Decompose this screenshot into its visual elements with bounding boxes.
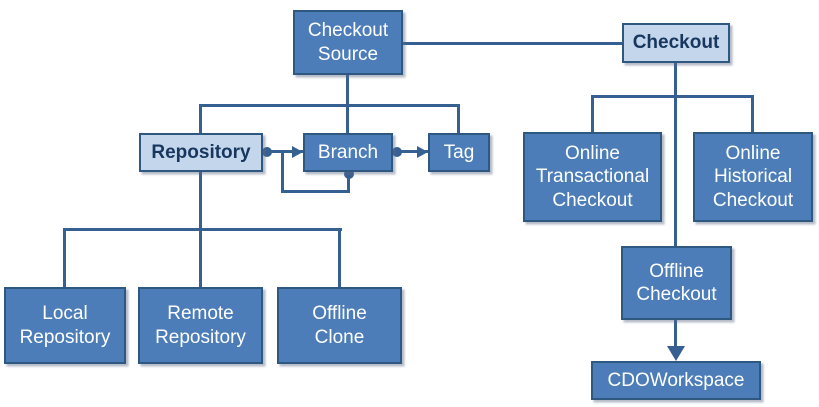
node-tag-label: Tag — [443, 141, 475, 163]
node-offline-clone-label: Offline Clone — [312, 303, 367, 348]
node-checkout-source-label: Checkout Source — [307, 20, 389, 65]
node-online-transactional-checkout: Online Transactional Checkout — [523, 132, 662, 222]
node-repository-label: Repository — [151, 141, 251, 163]
association-dot-repository — [262, 147, 272, 157]
association-dot-branch — [392, 147, 402, 157]
node-local-repository: Local Repository — [4, 287, 126, 364]
connector-checkoutsource-checkout — [403, 42, 622, 45]
connector-drop-online-transactional — [591, 95, 594, 132]
node-offline-checkout-label: Offline Checkout — [636, 260, 717, 305]
node-cdo-workspace-label: CDOWorkspace — [607, 369, 745, 391]
connector-drop-repository — [199, 104, 202, 133]
connector-checkout-rail — [591, 95, 754, 98]
connector-offlinecheckout-cdoworkspace — [674, 320, 677, 348]
connector-drop-branch — [346, 104, 349, 133]
node-tag: Tag — [428, 133, 490, 172]
connector-repository-rail — [63, 228, 342, 231]
node-online-historical-checkout: Online Historical Checkout — [693, 132, 813, 222]
node-offline-checkout: Offline Checkout — [621, 246, 732, 320]
node-checkout-label: Checkout — [632, 32, 720, 54]
node-remote-repository-label: Remote Repository — [155, 303, 246, 348]
connector-drop-tag — [457, 104, 460, 133]
connector-branch-selfloop-down — [347, 172, 350, 193]
node-online-historical-checkout-label: Online Historical Checkout — [712, 143, 794, 211]
connector-checkoutsource-rail — [199, 104, 460, 107]
association-dot-branch-bottom — [344, 169, 354, 179]
node-remote-repository: Remote Repository — [138, 287, 263, 364]
connector-checkoutsource-stem — [346, 75, 349, 107]
connector-branch-selfloop-up — [281, 150, 284, 193]
node-online-transactional-checkout-label: Online Transactional Checkout — [535, 143, 650, 211]
connector-drop-offline-clone — [338, 228, 341, 287]
node-offline-clone: Offline Clone — [277, 287, 402, 364]
connector-branch-tag — [393, 150, 428, 153]
connector-drop-online-historical — [751, 95, 754, 132]
node-local-repository-label: Local Repository — [19, 303, 111, 348]
node-cdo-workspace: CDOWorkspace — [591, 361, 761, 400]
node-repository: Repository — [139, 133, 263, 172]
arrowhead-into-cdoworkspace-icon — [667, 346, 685, 361]
connector-checkout-stem — [674, 63, 677, 246]
arrowhead-into-branch-icon — [292, 146, 303, 158]
node-checkout-source: Checkout Source — [293, 10, 403, 75]
node-branch-label: Branch — [317, 141, 379, 163]
node-branch: Branch — [303, 133, 393, 172]
connector-drop-local-repository — [63, 228, 66, 287]
node-checkout: Checkout — [622, 23, 730, 63]
connector-branch-selfloop-bottom — [281, 190, 350, 193]
arrowhead-into-tag-icon — [417, 146, 428, 158]
